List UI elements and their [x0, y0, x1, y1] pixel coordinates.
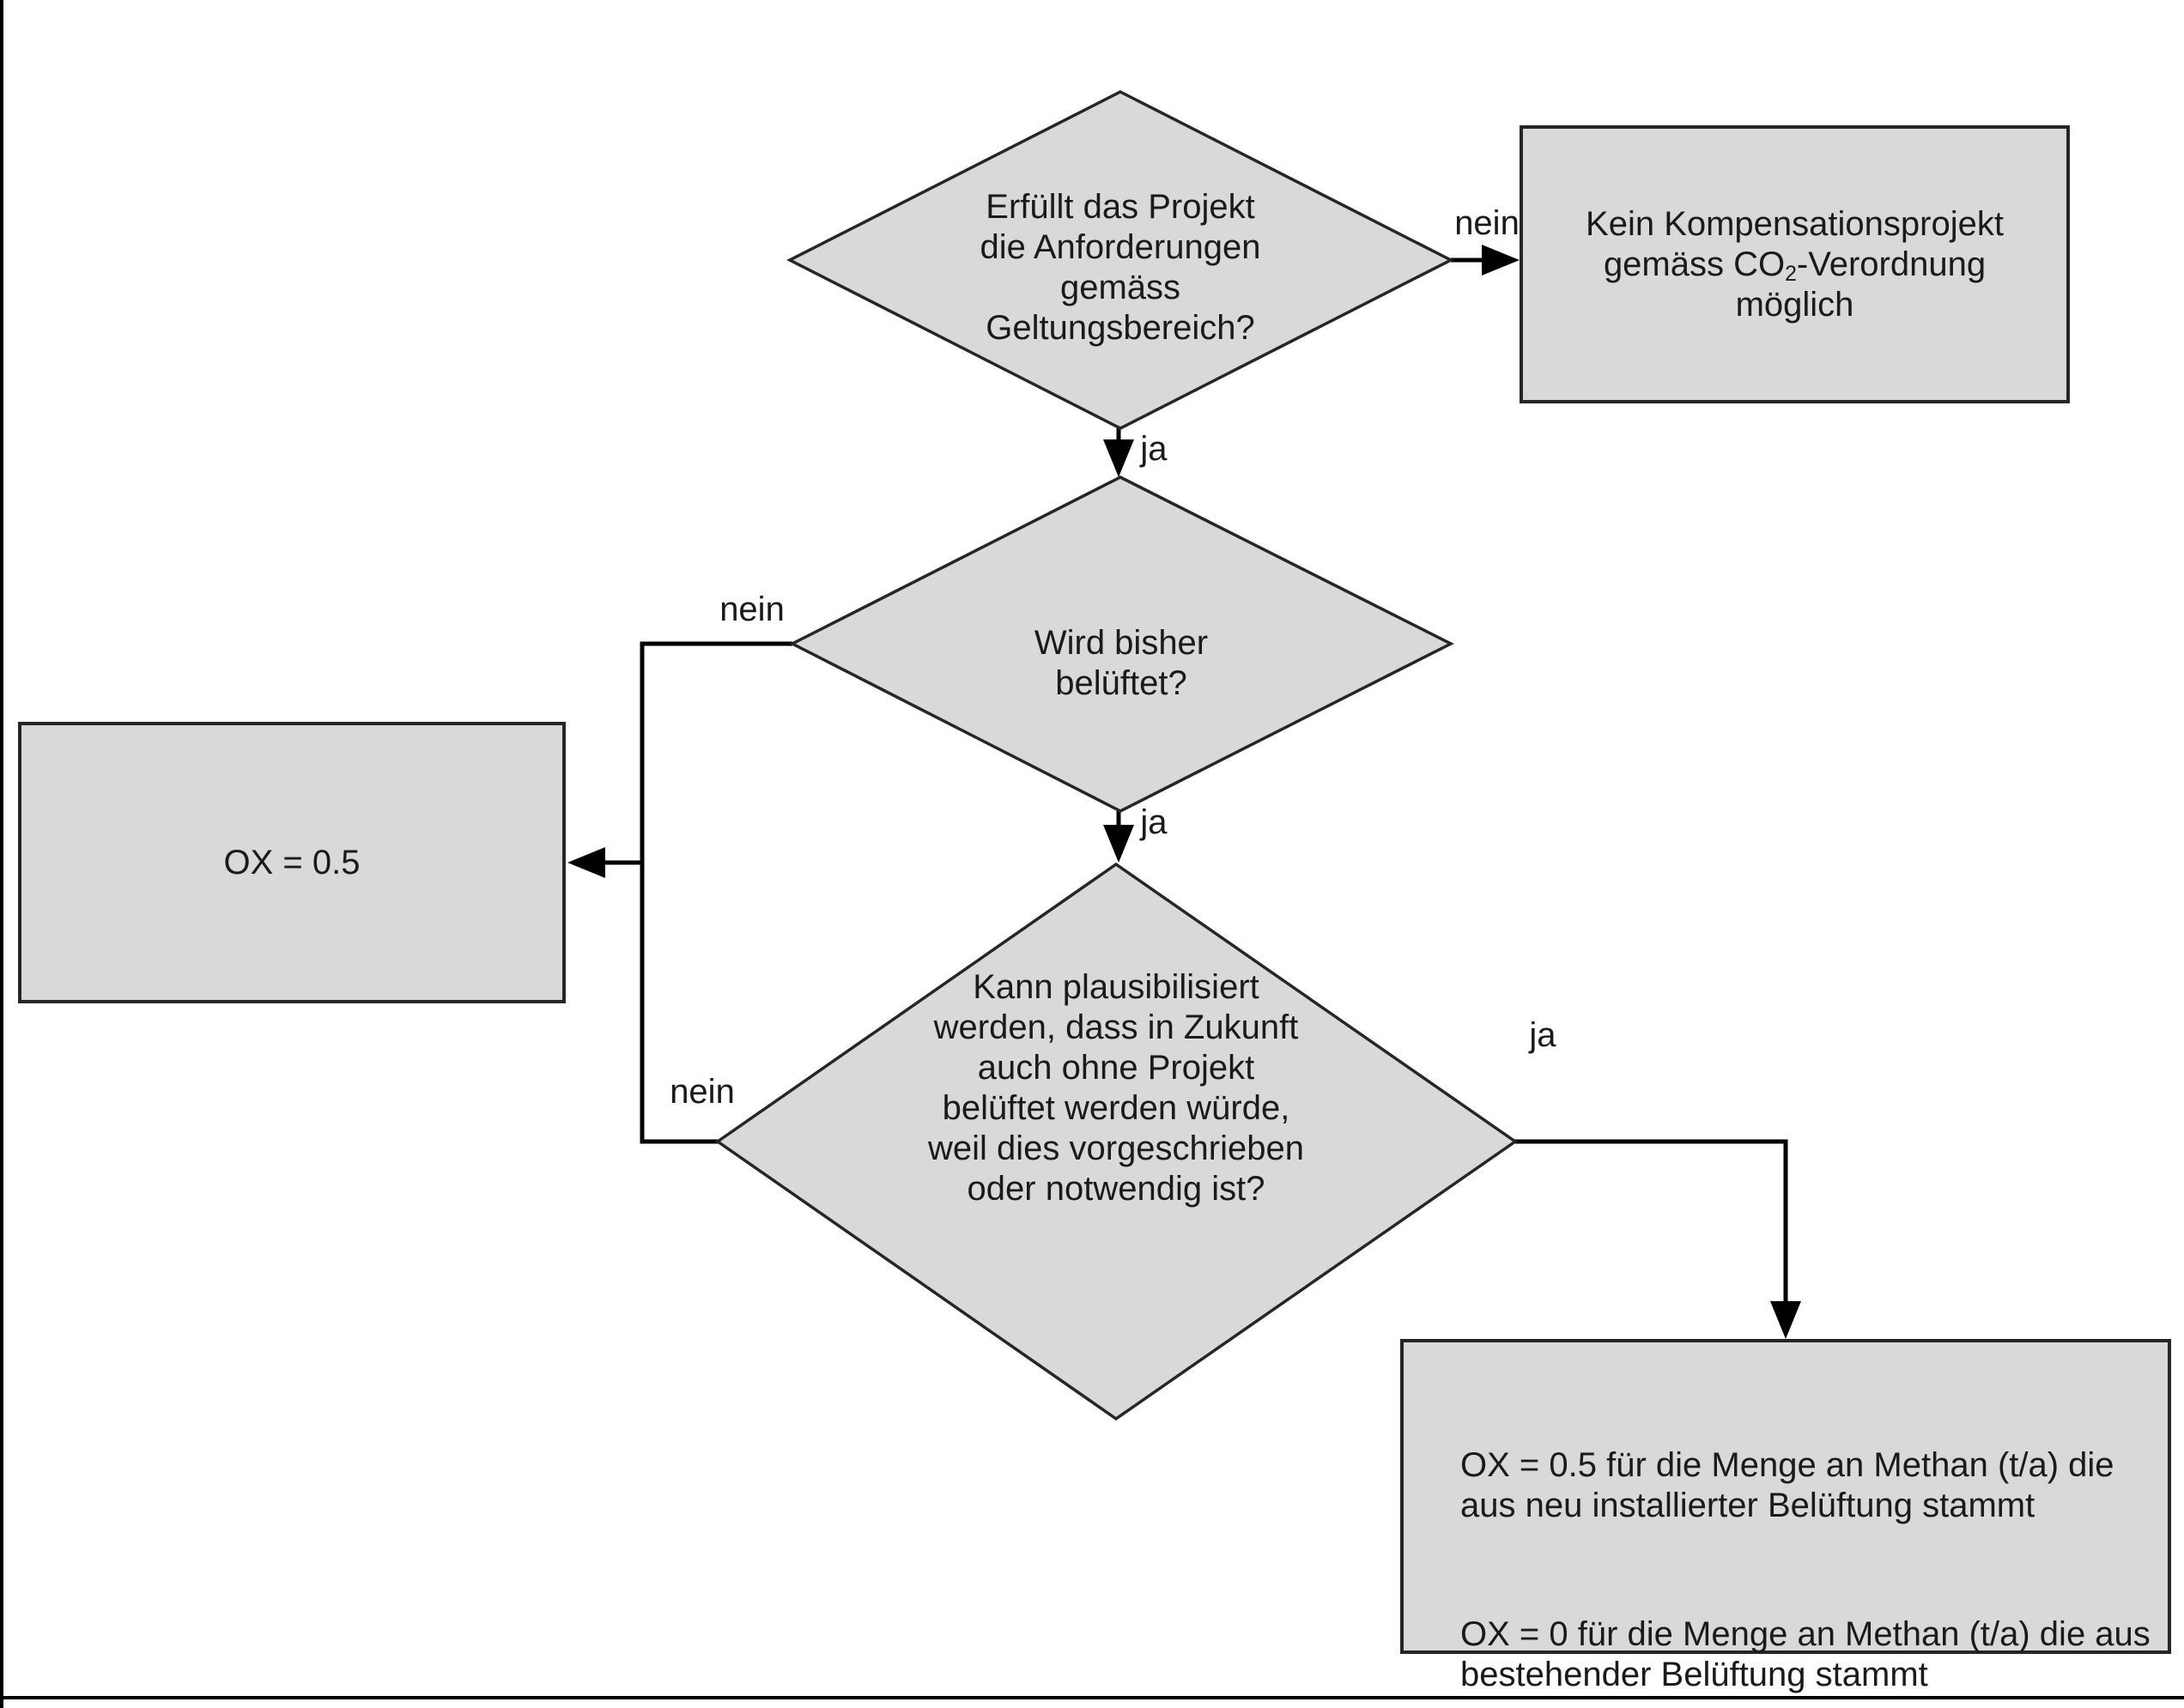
page-left-border	[0, 0, 3, 1708]
decision-future-aeration-text: Kann plausibilisiert werden, dass in Zuk…	[927, 968, 1304, 1208]
connector-to-ox05-box	[567, 847, 642, 878]
edge-label-d1-nein: nein	[1454, 204, 1520, 242]
box-ox-result-para2: OX = 0 für die Menge an Methan (t/a) die…	[1460, 1615, 2151, 1693]
arrowhead-right-icon	[1482, 245, 1520, 276]
box-no-project-line3: möglich	[1735, 285, 1854, 324]
arrowhead-down-icon	[1770, 1301, 1801, 1339]
edge-label-d3-nein: nein	[670, 1073, 735, 1111]
box-ox-result-para1: OX = 0.5 für die Menge an Methan (t/a) d…	[1460, 1446, 2114, 1524]
decision-aerated-shape	[789, 475, 1454, 813]
decision-future-aeration-shape	[714, 862, 1519, 1421]
connector-d2-yes	[1103, 811, 1134, 863]
connector-d2-no	[640, 641, 792, 1144]
edge-label-d3-ja: ja	[1529, 1016, 1556, 1054]
decision-scope-shape	[786, 90, 1454, 430]
arrowhead-down-icon	[1103, 825, 1134, 863]
connector-d3-yes	[1515, 1139, 1801, 1339]
edge-label-d1-ja: ja	[1140, 430, 1168, 468]
decision-aerated-text: Wird bisher belüftet?	[1034, 624, 1209, 702]
decision-scope-text: Erfüllt das Projekt die Anforderungen ge…	[980, 188, 1261, 347]
box-no-project-line1: Kein Kompensationsprojekt	[1586, 204, 2004, 243]
edge-label-d2-ja: ja	[1140, 803, 1168, 841]
box-ox-result-shape	[1400, 1339, 2171, 1654]
box-ox-result-text: OX = 0.5 für die Menge an Methan (t/a) d…	[1460, 1405, 2156, 1708]
edge-label-d2-nein: nein	[719, 591, 785, 628]
connector-d1-yes	[1103, 428, 1134, 477]
connector-d1-no	[1451, 245, 1520, 276]
box-no-project-shape	[1520, 125, 2070, 403]
page-bottom-border	[0, 1696, 2184, 1699]
box-no-project-line2: gemäss CO2-Verordnung	[1603, 245, 1987, 286]
arrowhead-down-icon	[1103, 439, 1134, 477]
box-ox05-value: OX = 0.5	[223, 843, 361, 881]
box-ox05-shape	[18, 722, 566, 1003]
arrowhead-left-icon	[567, 847, 605, 878]
co2-subscript: 2	[1785, 262, 1797, 286]
box-no-project-text: Kein Kompensationsprojekt gemäss CO2-Ver…	[1521, 127, 2068, 402]
box-ox05-text: OX = 0.5	[20, 724, 564, 1002]
